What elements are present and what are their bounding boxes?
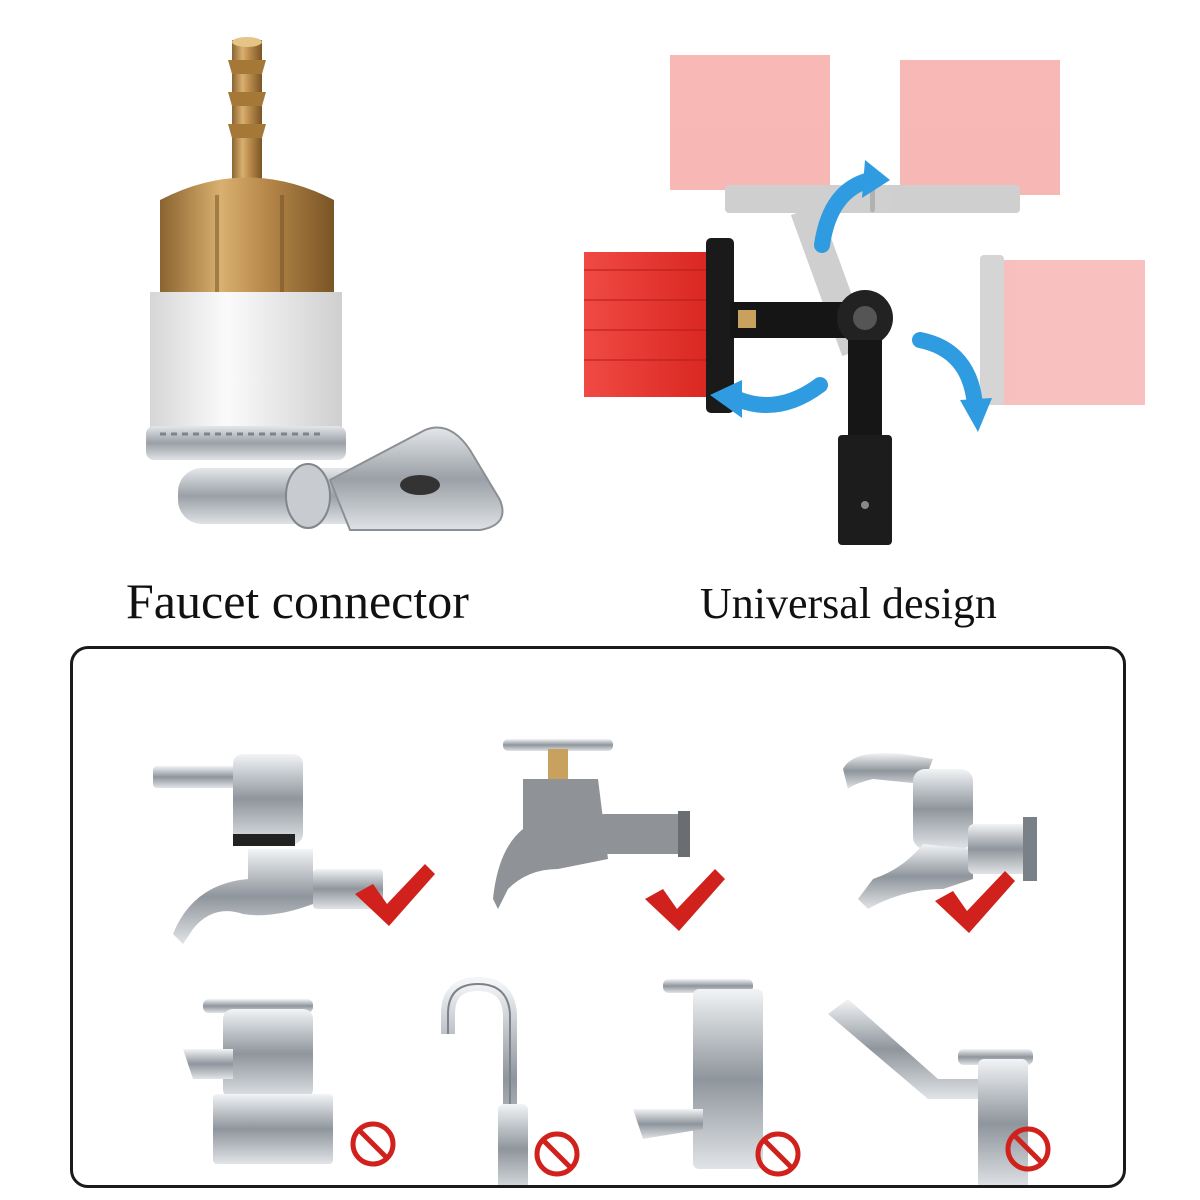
check-icon bbox=[355, 864, 435, 926]
swivel-spout-icon bbox=[828, 999, 1033, 1185]
brass-hex-nut bbox=[160, 177, 334, 310]
lever-tap-icon bbox=[153, 754, 383, 944]
universal-design-caption: Universal design bbox=[700, 579, 997, 628]
gooseneck-faucet-icon bbox=[441, 976, 528, 1185]
check-icon bbox=[935, 871, 1015, 933]
brush-ghost-top-right bbox=[870, 60, 1060, 213]
brush-ghost-right bbox=[980, 255, 1145, 405]
hose-clamp bbox=[146, 426, 504, 531]
faucet-connector-illustration bbox=[120, 30, 520, 550]
wall-lever-tap-icon bbox=[843, 753, 1037, 909]
prohibited-icon bbox=[350, 1121, 396, 1167]
arrow-heads bbox=[710, 160, 992, 432]
main-brush bbox=[584, 238, 893, 545]
prohibited-icon bbox=[1005, 1126, 1051, 1172]
compatibility-box bbox=[70, 646, 1126, 1188]
faucet-connector-caption: Faucet connector bbox=[126, 573, 469, 629]
hose-barb bbox=[228, 37, 266, 180]
tall-mixer-icon bbox=[633, 979, 763, 1169]
universal-brush-illustration bbox=[570, 40, 1150, 560]
rotation-arrows bbox=[732, 172, 983, 413]
prohibited-icon bbox=[755, 1131, 801, 1177]
white-body bbox=[150, 292, 342, 430]
check-icon bbox=[645, 869, 725, 931]
basin-mixer-icon bbox=[183, 999, 333, 1164]
prohibited-icon bbox=[534, 1131, 580, 1177]
brass-handle-tap-icon bbox=[493, 739, 690, 909]
